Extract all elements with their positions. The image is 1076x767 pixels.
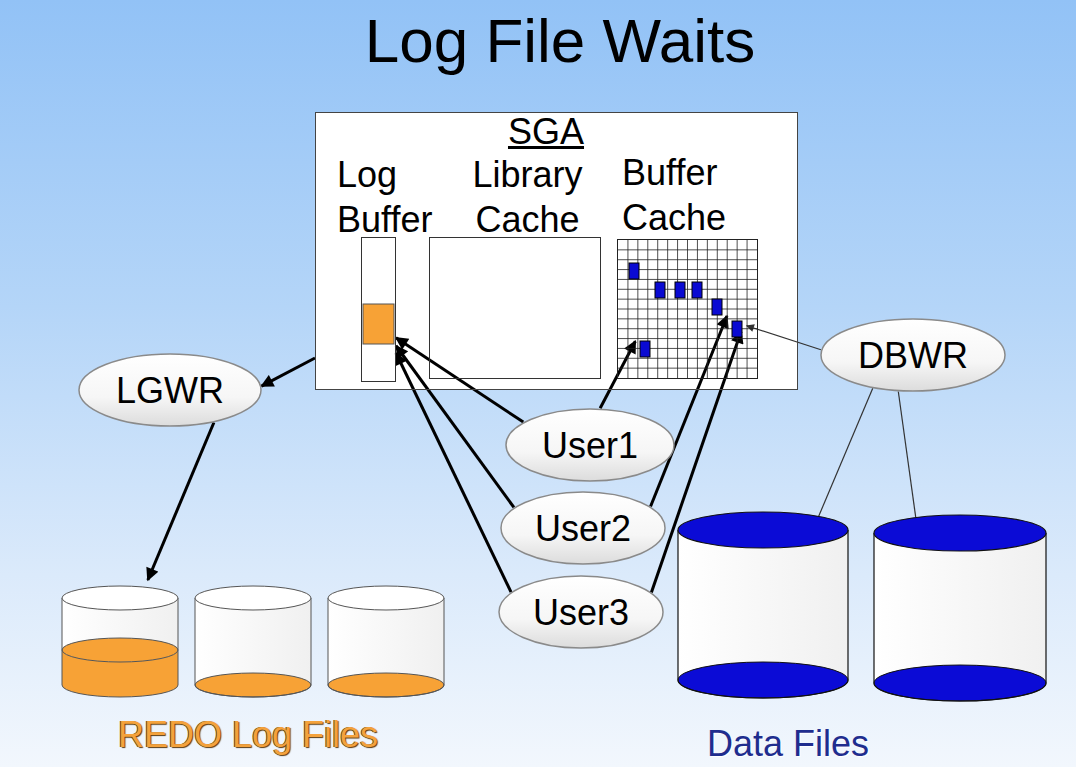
dirty-block bbox=[629, 263, 639, 279]
flow-arrow bbox=[396, 353, 511, 592]
grid-line bbox=[618, 289, 757, 290]
flow-arrow bbox=[651, 316, 727, 506]
grid-line bbox=[618, 309, 757, 310]
cylinder-outline bbox=[678, 530, 848, 698]
buffer-grid bbox=[618, 240, 757, 378]
grid-line bbox=[618, 338, 757, 339]
data-files bbox=[678, 512, 1046, 701]
cylinder-body bbox=[874, 515, 1046, 701]
redo-log-files bbox=[62, 586, 444, 697]
ellipse-outline bbox=[79, 354, 261, 426]
process-ellipse: LGWR bbox=[78, 353, 262, 427]
area-title: SGA bbox=[491, 109, 601, 154]
area-label: Log Buffer bbox=[337, 152, 447, 242]
flow-arrow bbox=[396, 338, 523, 422]
dirty-block bbox=[675, 282, 685, 298]
grid-line bbox=[618, 249, 757, 250]
cylinder-outline bbox=[328, 598, 444, 697]
flow-arrow bbox=[148, 423, 214, 580]
grid-line bbox=[618, 259, 757, 260]
area-label: Buffer Cache bbox=[622, 150, 744, 240]
flow-arrow bbox=[396, 346, 514, 508]
process-name: DBWR bbox=[858, 333, 968, 378]
dirty-block bbox=[692, 282, 702, 298]
ellipse-outline bbox=[821, 319, 1005, 391]
cylinder-outline bbox=[874, 533, 1046, 701]
dirty-block bbox=[640, 341, 650, 357]
grid-line bbox=[618, 368, 757, 369]
data-file-group: Data Files bbox=[670, 505, 1055, 765]
user-ellipse: User3 bbox=[498, 575, 664, 649]
user-ellipse: User2 bbox=[500, 491, 666, 565]
cylinder-outline bbox=[195, 598, 311, 697]
sga-fill bbox=[315, 112, 798, 390]
flow-arrow bbox=[261, 358, 315, 386]
cylinder-top bbox=[874, 515, 1046, 551]
shape-art bbox=[618, 240, 759, 380]
cylinder-body bbox=[678, 512, 848, 698]
ellipse-outline bbox=[499, 576, 663, 648]
user-name: User1 bbox=[542, 423, 638, 468]
user-name: User3 bbox=[533, 590, 629, 635]
ellipse-outline bbox=[501, 492, 665, 564]
user-ellipse: User1 bbox=[505, 408, 675, 482]
cylinder-body bbox=[195, 586, 311, 697]
grid-line bbox=[618, 348, 757, 349]
cylinder-body bbox=[62, 586, 178, 697]
cylinder-top bbox=[195, 586, 311, 610]
group-label: REDO Log Files bbox=[118, 712, 418, 757]
shape-art bbox=[362, 238, 397, 383]
library-cache: Library Cache bbox=[429, 237, 601, 379]
process-name: LGWR bbox=[116, 368, 224, 413]
dirty-block bbox=[712, 299, 722, 315]
cylinder-top bbox=[328, 586, 444, 610]
slide-title: Log File Waits bbox=[300, 6, 820, 76]
redo-entry-block bbox=[363, 304, 394, 344]
redo-log-group: REDO Log Files bbox=[55, 580, 450, 765]
buffer-cache: Buffer Cache bbox=[617, 239, 758, 379]
cylinder-outline bbox=[62, 598, 178, 697]
dirty-block bbox=[732, 321, 742, 337]
process-ellipse: DBWR bbox=[820, 318, 1006, 392]
sga-box: SGALog BufferLibrary CacheBuffer Cache bbox=[315, 112, 798, 390]
dirty-block bbox=[655, 282, 665, 298]
user-name: User2 bbox=[535, 506, 631, 551]
cylinder-fill-top bbox=[62, 638, 178, 662]
log-buffer: Log Buffer bbox=[361, 237, 396, 382]
group-label: Data Files bbox=[707, 721, 927, 766]
grid-line bbox=[618, 358, 757, 359]
ellipse-outline bbox=[506, 409, 674, 481]
grid-line bbox=[618, 318, 757, 319]
area-label: Library Cache bbox=[460, 152, 595, 242]
grid-line bbox=[618, 299, 757, 300]
cylinder-body bbox=[328, 586, 444, 697]
cylinder-top bbox=[62, 586, 178, 610]
cylinder-top bbox=[678, 512, 848, 548]
